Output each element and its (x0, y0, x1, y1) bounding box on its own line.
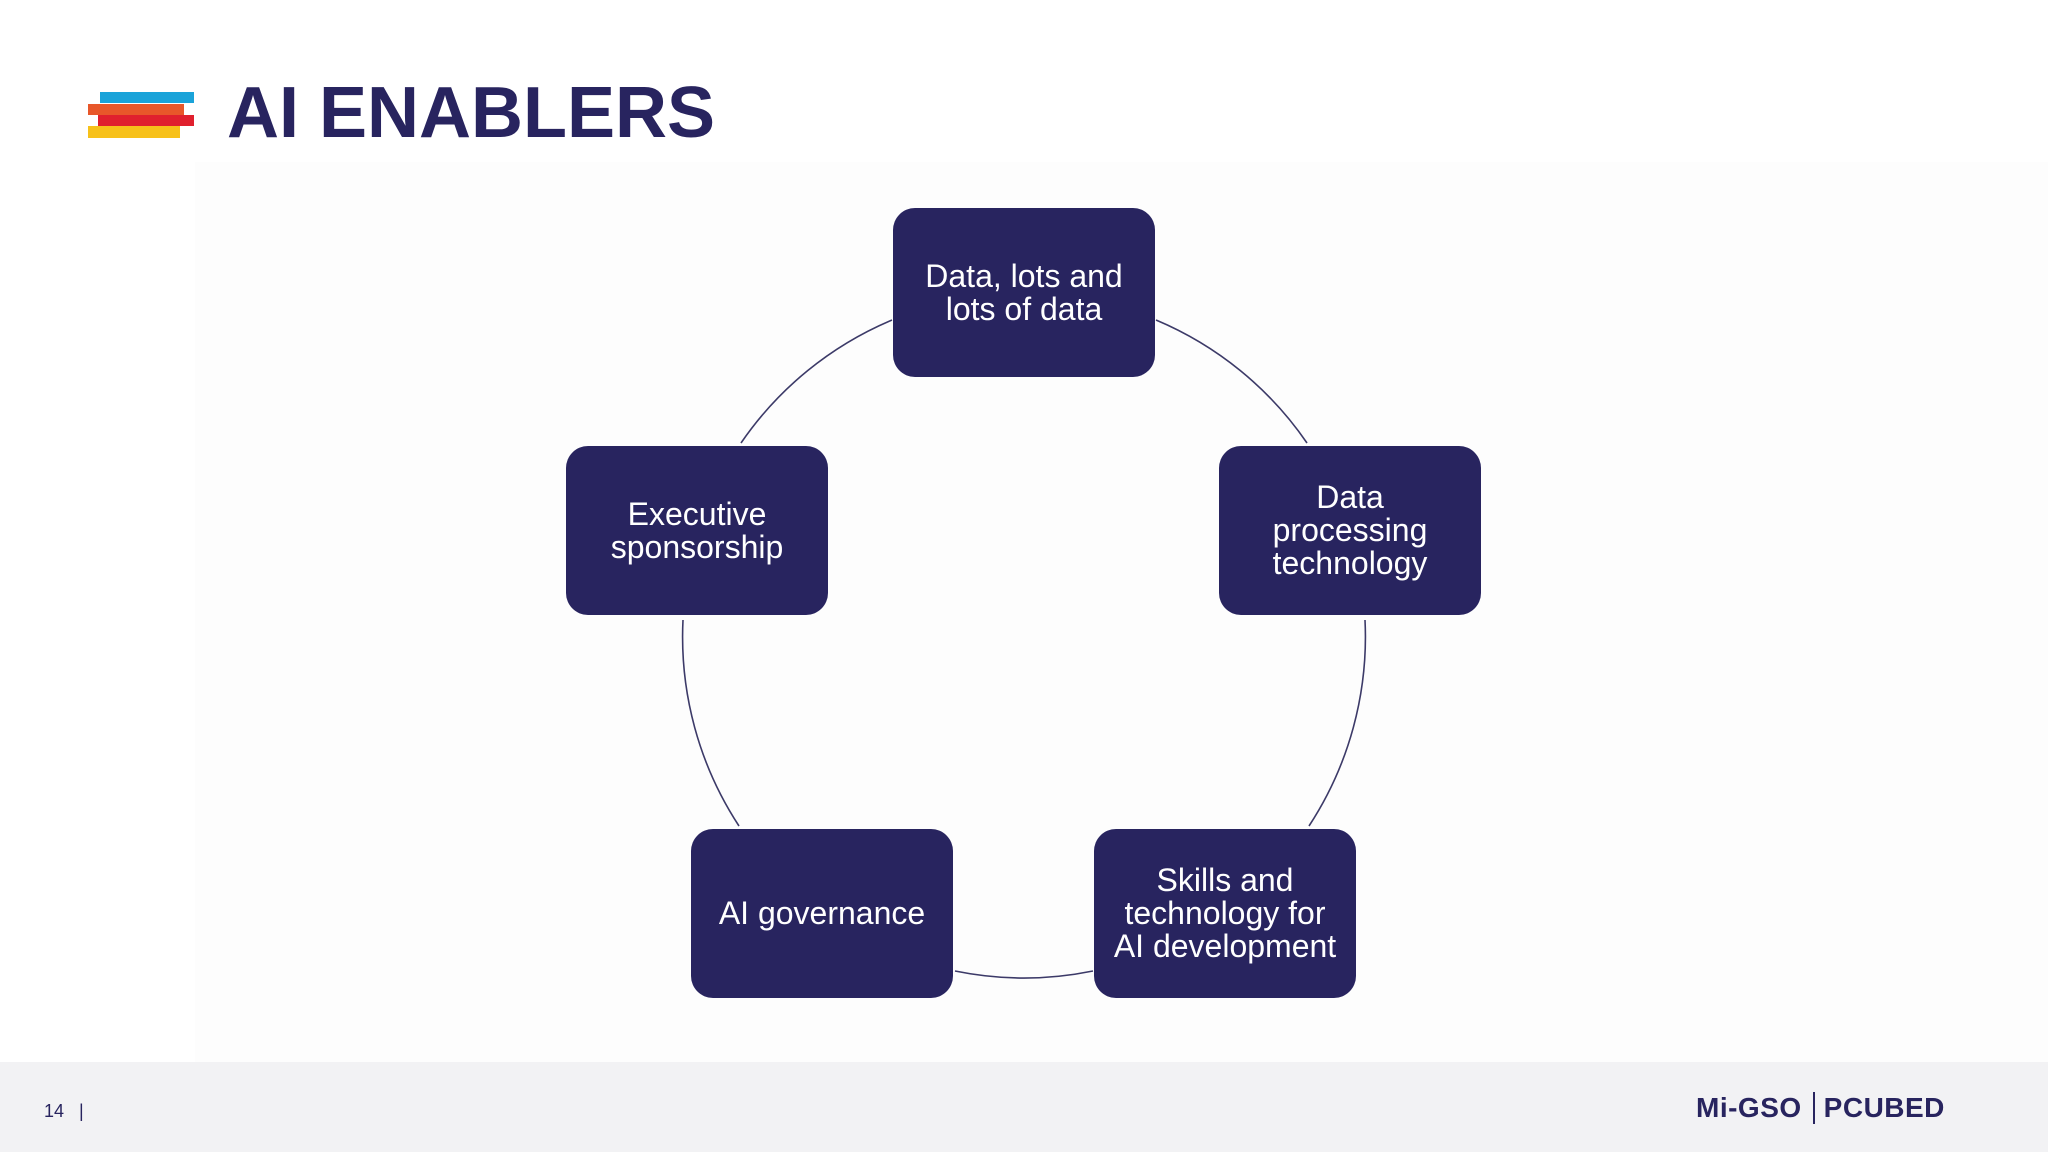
brand-migso: Mi-GSO (1696, 1092, 1802, 1123)
node-skills-technology: Skills and technology for AI development (1094, 829, 1356, 998)
page-title: AI ENABLERS (227, 73, 716, 153)
node-ai-governance: AI governance (691, 829, 953, 998)
node-skills-technology-label: Skills and technology for AI development (1113, 862, 1337, 964)
stripe-orange (88, 104, 184, 115)
node-data: Data, lots and lots of data (893, 208, 1155, 377)
stripe-blue (100, 92, 194, 103)
node-data-processing-label: Data processing technology (1272, 479, 1428, 581)
connector-left-top (740, 319, 893, 444)
brand-divider (1812, 1092, 1815, 1124)
connector-right-bottom (1308, 619, 1367, 827)
stripe-red (98, 115, 194, 126)
page-number-separator: | (79, 1101, 84, 1121)
connector-bottom (954, 970, 1094, 979)
node-executive-sponsorship-label: Executive sponsorship (610, 495, 784, 565)
brand-pcubed: PCUBED (1823, 1092, 1945, 1123)
connector-top-right (1155, 319, 1308, 444)
stripe-yellow (88, 126, 180, 138)
page-number: 14 | (44, 1100, 84, 1122)
title-stripes-icon (88, 92, 194, 138)
node-executive-sponsorship: Executive sponsorship (566, 446, 828, 615)
footer-logo: Mi-GSO PCUBED (1696, 1090, 1945, 1126)
node-ai-governance-label: AI governance (718, 895, 926, 931)
connector-bottom-left (681, 619, 740, 827)
node-data-label: Data, lots and lots of data (925, 257, 1123, 327)
footer-bar (0, 1062, 2048, 1152)
node-data-processing: Data processing technology (1219, 446, 1481, 615)
page-number-value: 14 (44, 1101, 65, 1121)
